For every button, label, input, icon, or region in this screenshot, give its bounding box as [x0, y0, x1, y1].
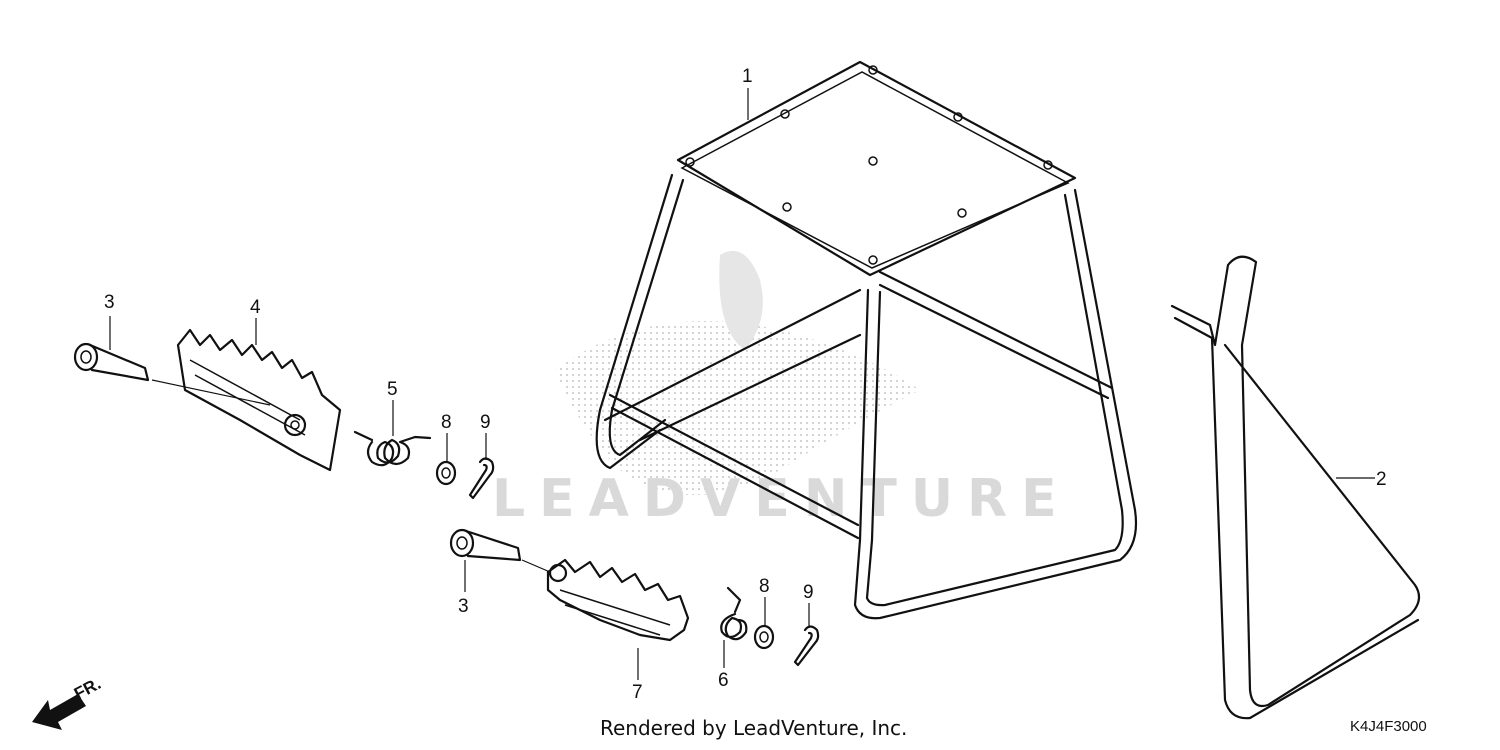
callout-5: 5 — [387, 379, 398, 400]
callout-1: 1 — [742, 66, 753, 87]
pin-right-part[interactable] — [449, 528, 522, 592]
callout-9-left: 9 — [480, 412, 491, 433]
callout-3-left: 3 — [104, 292, 115, 313]
callout-7: 7 — [632, 682, 643, 703]
washer-left-part[interactable] — [435, 433, 457, 486]
washer-right-part[interactable] — [753, 597, 775, 650]
watermark-text: LEADVENTURE — [492, 469, 1071, 529]
callout-2: 2 — [1376, 469, 1387, 490]
cotter-pin-right-part[interactable] — [793, 603, 820, 667]
credit-text: Rendered by LeadVenture, Inc. — [600, 716, 908, 740]
callout-8-right: 8 — [759, 576, 770, 597]
side-stand-part[interactable] — [1170, 255, 1421, 720]
watermark-wing-logo — [555, 321, 920, 495]
cotter-pin-left-part[interactable] — [468, 433, 495, 500]
footpeg-left-part[interactable] — [151, 318, 342, 472]
callout-8-left: 8 — [441, 412, 452, 433]
callout-9-right: 9 — [803, 582, 814, 603]
pin-left-part[interactable] — [73, 316, 150, 382]
spring-right-part[interactable] — [720, 586, 748, 668]
callout-4: 4 — [250, 297, 261, 318]
spring-left-part[interactable] — [353, 400, 432, 467]
footpeg-right-part[interactable] — [521, 558, 690, 680]
stand-part[interactable] — [595, 60, 1138, 620]
callout-3-right: 3 — [458, 596, 469, 617]
diagram-code: K4J4F3000 — [1350, 718, 1427, 735]
callout-6: 6 — [718, 670, 729, 691]
watermark: LEADVENTURE — [492, 250, 1071, 529]
front-arrow-icon: FR. — [32, 674, 104, 730]
